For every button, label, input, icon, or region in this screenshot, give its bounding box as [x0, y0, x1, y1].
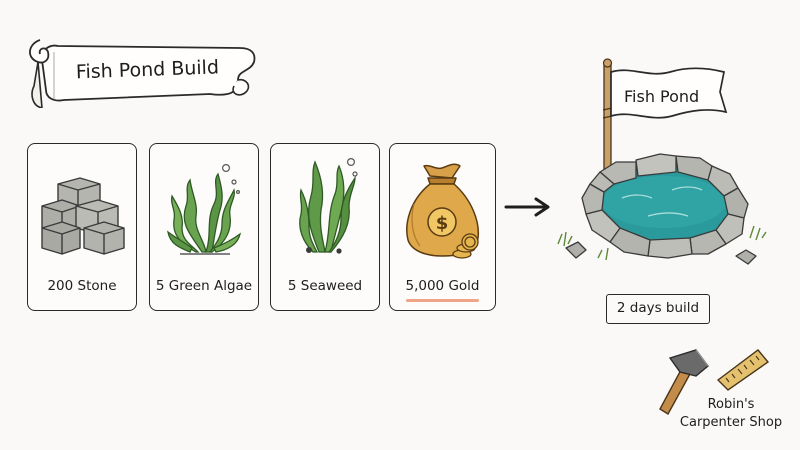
shop-name-line1: Robin's [707, 397, 755, 412]
stone-blocks-icon [41, 177, 125, 255]
hammer-icon [659, 349, 709, 415]
ruler-icon [716, 349, 770, 391]
ingredient-card-seaweed: 5 Seaweed [270, 143, 380, 311]
shop-name-line2: Carpenter Shop [679, 415, 783, 430]
gold-bag-icon: $ [406, 163, 480, 259]
ingredient-label: 5 Green Algae [155, 278, 253, 294]
pond-flag-label: Fish Pond [624, 87, 699, 106]
ingredient-label: 5,000 Gold [405, 278, 480, 294]
ingredient-card-stone: 200 Stone [27, 143, 137, 311]
pond-flag [610, 67, 728, 119]
seaweed-icon [299, 158, 358, 254]
svg-text:$: $ [436, 213, 449, 234]
shop-name: Robin's Carpenter Shop [676, 396, 786, 432]
fish-pond-icon: Fish Pond [557, 58, 767, 265]
ingredient-card-gold: $ 5,000 Gold [389, 143, 496, 311]
highlight-underline [406, 299, 479, 302]
title-text: Fish Pond Build [76, 56, 220, 83]
ingredient-label: 200 Stone [47, 278, 117, 294]
ingredient-label: 5 Seaweed [287, 278, 363, 294]
green-algae-icon [167, 164, 241, 255]
arrow-right-icon [504, 197, 550, 217]
build-time-label: 2 days build [606, 294, 710, 324]
ingredient-card-green-algae: 5 Green Algae [149, 143, 259, 311]
title-banner: Fish Pond Build [29, 39, 256, 108]
